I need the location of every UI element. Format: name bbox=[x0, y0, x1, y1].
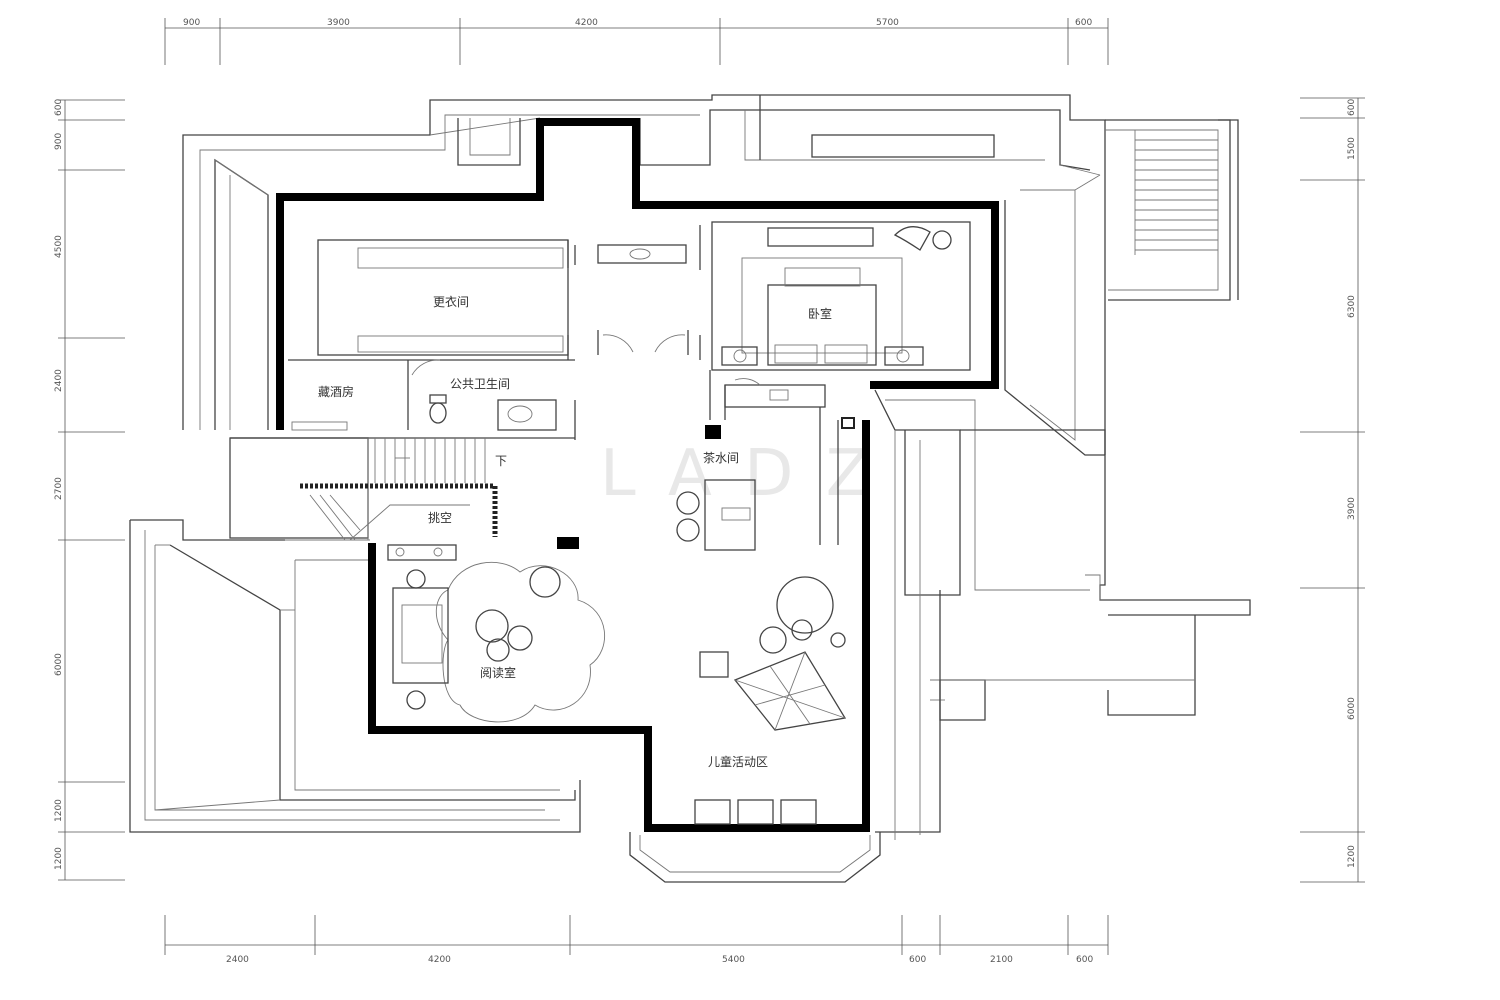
bedroom-cabinet bbox=[767, 227, 874, 247]
label-tea-room: 茶水间 bbox=[703, 450, 739, 465]
dim-bottom-1: 2400 bbox=[226, 955, 249, 965]
exterior-walls bbox=[276, 118, 999, 832]
reading-cabinet bbox=[387, 544, 457, 561]
wardrobe-vanity bbox=[597, 244, 687, 264]
wall-column-1 bbox=[557, 537, 579, 549]
play-cube bbox=[699, 651, 729, 678]
interior-partitions bbox=[229, 221, 971, 825]
dimension-left: 600 900 4500 2400 2700 6000 1200 1200 bbox=[54, 99, 125, 881]
dim-bottom-5: 2100 bbox=[990, 955, 1013, 965]
tea-counter bbox=[724, 384, 826, 408]
bedroom-chair bbox=[893, 226, 952, 251]
dim-bottom-6: 600 bbox=[1076, 955, 1093, 965]
label-stairs-down: 下 bbox=[495, 454, 507, 468]
label-reading-room: 阅读室 bbox=[480, 665, 516, 680]
dim-left-2: 900 bbox=[54, 133, 64, 150]
nightstand-left bbox=[721, 346, 758, 366]
reading-chair bbox=[529, 566, 561, 598]
dim-left-8: 1200 bbox=[54, 847, 64, 870]
dim-right-3: 6300 bbox=[1347, 295, 1357, 318]
play-circles bbox=[759, 576, 846, 654]
dim-top-3: 4200 bbox=[575, 18, 598, 28]
dim-top-5: 600 bbox=[1075, 18, 1092, 28]
label-wardrobe: 更衣间 bbox=[433, 294, 469, 309]
wall-column-2 bbox=[705, 425, 721, 439]
coffee-table bbox=[475, 609, 533, 662]
dim-right-1: 600 bbox=[1347, 99, 1357, 116]
dim-left-3: 4500 bbox=[54, 235, 64, 258]
dim-left-5: 2700 bbox=[54, 477, 64, 500]
dim-top-4: 5700 bbox=[876, 18, 899, 28]
dim-left-6: 6000 bbox=[54, 653, 64, 676]
dim-bottom-2: 4200 bbox=[428, 955, 451, 965]
dim-right-5: 6000 bbox=[1347, 697, 1357, 720]
dim-top-2: 3900 bbox=[327, 18, 350, 28]
bedroom-room bbox=[711, 221, 971, 371]
bed bbox=[767, 284, 877, 366]
stool-1 bbox=[676, 491, 700, 515]
watermark: L A D Z bbox=[600, 437, 876, 511]
dim-left-1: 600 bbox=[54, 99, 64, 116]
dim-right-4: 3900 bbox=[1347, 497, 1357, 520]
island-table bbox=[704, 479, 756, 551]
roof-outline bbox=[129, 94, 1251, 883]
reading-rug bbox=[435, 561, 606, 723]
toilet bbox=[429, 394, 447, 424]
storage-boxes bbox=[694, 799, 817, 825]
dimension-bottom: 2400 4200 5400 600 2100 600 bbox=[164, 915, 1109, 965]
washbasin bbox=[497, 399, 557, 431]
play-tent bbox=[733, 651, 847, 731]
dim-bottom-3: 5400 bbox=[722, 955, 745, 965]
side-table-top bbox=[406, 569, 426, 589]
dim-left-7: 1200 bbox=[54, 799, 64, 822]
label-void: 挑空 bbox=[428, 511, 452, 525]
dim-bottom-4: 600 bbox=[909, 955, 926, 965]
dimension-right: 600 1500 6300 3900 6000 1200 bbox=[1300, 97, 1365, 883]
dim-top-1: 900 bbox=[183, 18, 200, 28]
label-bedroom: 卧室 bbox=[808, 306, 832, 321]
wardrobe-room bbox=[317, 239, 569, 356]
dim-right-2: 1500 bbox=[1347, 137, 1357, 160]
exterior-stair bbox=[1134, 130, 1218, 255]
side-table-bottom bbox=[406, 690, 426, 710]
label-public-bath: 公共卫生间 bbox=[450, 377, 510, 391]
interior-stair bbox=[229, 437, 575, 541]
room-labels: 更衣间 卧室 藏酒房 公共卫生间 茶水间 下 挑空 阅读室 儿童活动区 bbox=[318, 294, 832, 769]
dim-left-4: 2400 bbox=[54, 369, 64, 392]
label-storage: 藏酒房 bbox=[318, 384, 354, 399]
dim-right-6: 1200 bbox=[1347, 845, 1357, 868]
stool-2 bbox=[676, 518, 700, 542]
nightstand-right bbox=[884, 346, 924, 366]
sofa bbox=[392, 587, 449, 684]
dimension-top: 900 3900 4200 5700 600 bbox=[164, 18, 1109, 65]
label-kids-area: 儿童活动区 bbox=[708, 754, 768, 769]
